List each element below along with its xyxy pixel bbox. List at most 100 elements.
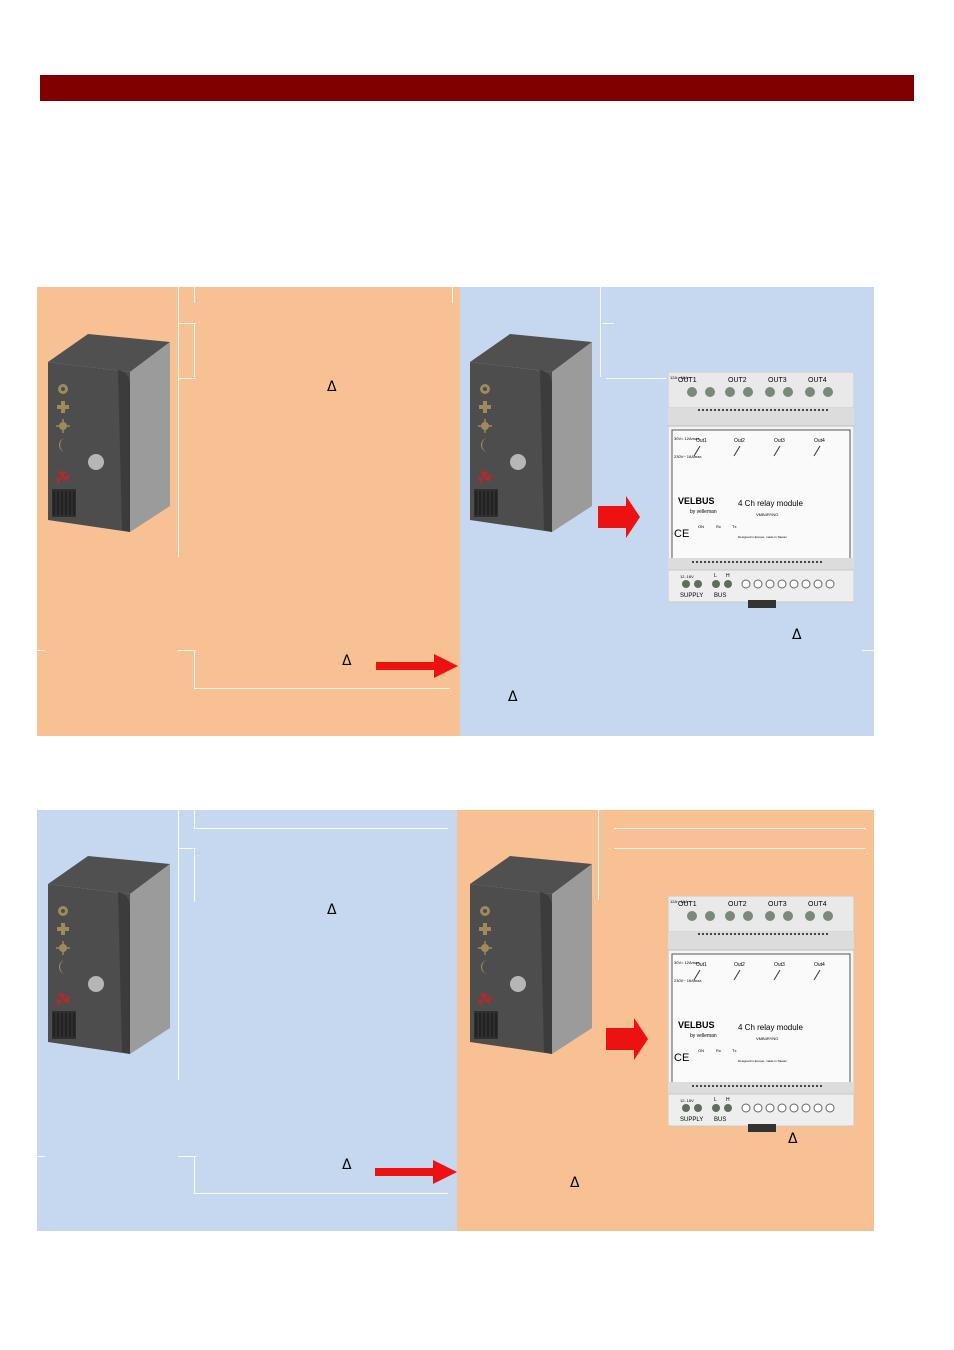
- table-line: [194, 287, 195, 303]
- delta-symbol: Δ: [342, 653, 352, 669]
- delta-symbol: Δ: [342, 1157, 352, 1173]
- svg-text:4 Ch relay module: 4 Ch relay module: [738, 499, 803, 508]
- table-line: [194, 1156, 195, 1194]
- svg-text:OUT3: OUT3: [768, 377, 787, 384]
- svg-text:Designed in Europe, made in Ta: Designed in Europe, made in Taiwan: [738, 1059, 787, 1063]
- brightness-icon: [56, 941, 70, 955]
- fan-icon: [478, 471, 492, 484]
- svg-text:OUT1: OUT1: [678, 377, 697, 384]
- table-line: [178, 848, 196, 849]
- sun-icon: [58, 384, 68, 394]
- svg-text:12A~ 16A~: 12A~ 16A~: [670, 899, 691, 904]
- delta-symbol: Δ: [570, 1175, 580, 1191]
- table-line: [194, 810, 195, 828]
- svg-text:12A~ 16A~: 12A~ 16A~: [670, 375, 691, 380]
- delta-symbol: Δ: [792, 627, 802, 643]
- table-line: [194, 650, 195, 688]
- sensor-device: [470, 856, 592, 1054]
- table-line: [606, 378, 666, 379]
- svg-text:by velleman: by velleman: [690, 1033, 717, 1039]
- plus-icon: [479, 923, 491, 935]
- brightness-icon: [478, 941, 492, 955]
- svg-text:30V= 12Amax: 30V= 12Amax: [674, 436, 699, 441]
- svg-text:BUS: BUS: [714, 1117, 726, 1123]
- svg-text:Out4: Out4: [814, 438, 825, 444]
- table-line: [178, 650, 196, 651]
- svg-text:Out1: Out1: [696, 438, 707, 444]
- moon-icon: [481, 960, 488, 974]
- svg-text:OUT1: OUT1: [678, 901, 697, 908]
- svg-text:Out3: Out3: [774, 438, 785, 444]
- svg-text:CE: CE: [674, 1052, 689, 1064]
- svg-text:Out1: Out1: [696, 962, 707, 968]
- svg-text:L: L: [714, 573, 717, 579]
- svg-text:OUT4: OUT4: [808, 377, 827, 384]
- right-arrow-icon: [598, 496, 640, 538]
- right-arrow-icon: [375, 1160, 457, 1184]
- svg-text:VELBUS: VELBUS: [678, 1020, 715, 1030]
- svg-text:VELBUS: VELBUS: [678, 496, 715, 506]
- table-line: [600, 287, 601, 377]
- table-line: [178, 378, 196, 379]
- svg-text:SUPPLY: SUPPLY: [680, 1117, 703, 1123]
- moon-icon: [59, 960, 66, 974]
- svg-text:OUT3: OUT3: [768, 901, 787, 908]
- fan-icon: [56, 471, 70, 484]
- delta-symbol: Δ: [788, 1131, 798, 1147]
- delta-symbol: Δ: [508, 689, 518, 705]
- table-line: [614, 848, 866, 849]
- right-arrow-icon: [376, 654, 458, 678]
- brightness-icon: [478, 419, 492, 433]
- plus-icon: [57, 923, 69, 935]
- svg-text:Out4: Out4: [814, 962, 825, 968]
- svg-text:CE: CE: [674, 528, 689, 540]
- svg-text:30V= 12Amax: 30V= 12Amax: [674, 960, 699, 965]
- svg-text:Designed in Europe, made in Ta: Designed in Europe, made in Taiwan: [738, 535, 787, 539]
- table-line: [37, 650, 45, 651]
- table-line: [194, 1193, 448, 1194]
- relay-module: 12A~ 16A~ OUT1 OUT2 OUT3 OUT4 30V= 12Ama…: [668, 372, 854, 608]
- delta-symbol: Δ: [327, 379, 337, 395]
- svg-text:230V~ 16Amax: 230V~ 16Amax: [674, 454, 701, 459]
- header-bar: [40, 75, 914, 101]
- brightness-icon: [56, 419, 70, 433]
- table-line: [452, 287, 453, 303]
- svg-text:OUT2: OUT2: [728, 377, 747, 384]
- svg-text:Out3: Out3: [774, 962, 785, 968]
- plus-icon: [57, 401, 69, 413]
- svg-text:230V~ 16Amax: 230V~ 16Amax: [674, 978, 701, 983]
- svg-text:Tx: Tx: [732, 524, 736, 529]
- svg-text:12..18V: 12..18V: [680, 574, 694, 579]
- sun-icon: [58, 906, 68, 916]
- delta-symbol: Δ: [327, 902, 337, 918]
- table-line: [178, 287, 179, 557]
- svg-text:Rx: Rx: [716, 524, 721, 529]
- plus-icon: [479, 401, 491, 413]
- sun-icon: [480, 906, 490, 916]
- svg-text:12..18V: 12..18V: [680, 1098, 694, 1103]
- sensor-device: [470, 334, 592, 532]
- svg-text:by velleman: by velleman: [690, 509, 717, 515]
- moon-icon: [481, 438, 488, 452]
- svg-text:OUT4: OUT4: [808, 901, 827, 908]
- svg-text:VMB4RYNO: VMB4RYNO: [756, 1036, 778, 1041]
- table-line: [602, 323, 614, 324]
- svg-text:SUPPLY: SUPPLY: [680, 593, 703, 599]
- sensor-device: [48, 334, 170, 532]
- svg-text:Out2: Out2: [734, 438, 745, 444]
- svg-text:ON: ON: [698, 524, 704, 529]
- table-line: [194, 688, 450, 689]
- svg-text:BUS: BUS: [714, 593, 726, 599]
- svg-text:VMB4RYNO: VMB4RYNO: [756, 512, 778, 517]
- svg-text:Rx: Rx: [716, 1048, 721, 1053]
- moon-icon: [59, 438, 66, 452]
- table-line: [37, 1156, 45, 1157]
- fan-icon: [56, 993, 70, 1006]
- table-line: [194, 848, 195, 902]
- svg-text:ON: ON: [698, 1048, 704, 1053]
- table-line: [598, 810, 599, 900]
- table-line: [178, 1156, 196, 1157]
- table-line: [614, 828, 866, 829]
- svg-text:Out2: Out2: [734, 962, 745, 968]
- svg-text:4 Ch relay module: 4 Ch relay module: [738, 1023, 803, 1032]
